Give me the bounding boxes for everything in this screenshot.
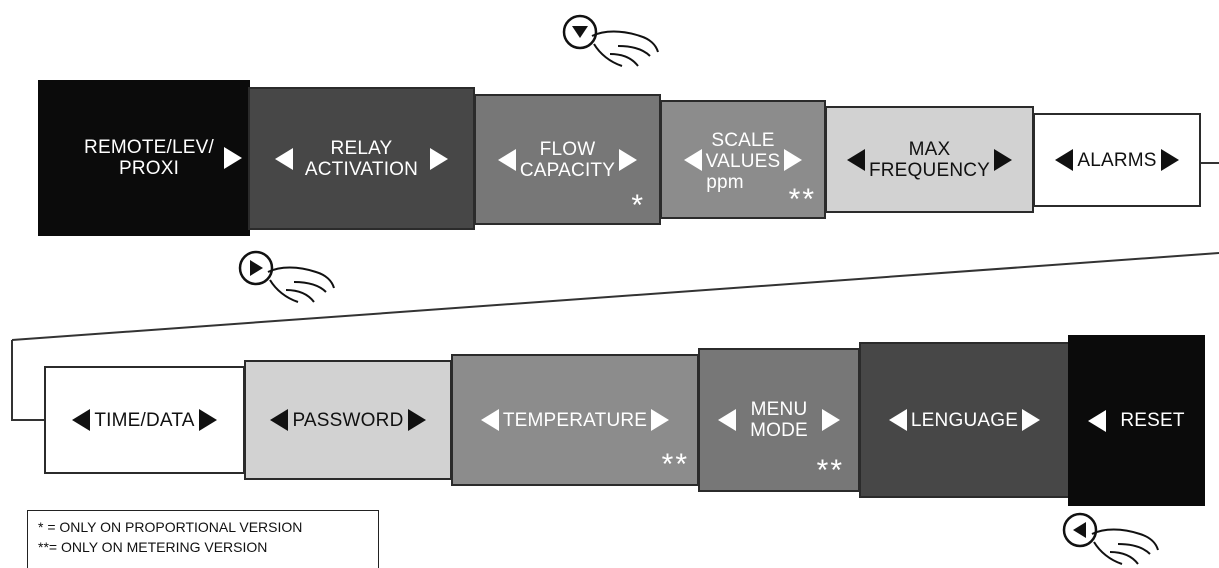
footnote-marker: ** bbox=[816, 454, 844, 487]
left-arrow-icon bbox=[683, 148, 702, 171]
box-label-line: FLOW bbox=[539, 138, 596, 160]
legend: * = ONLY ON PROPORTIONAL VERSION **= ONL… bbox=[27, 510, 379, 568]
right-arrow-icon bbox=[430, 147, 449, 170]
right-arrow-icon bbox=[821, 409, 840, 431]
menu-box-time-data: TIME/DATA bbox=[44, 366, 245, 474]
diagonal-connector-line bbox=[11, 252, 1219, 341]
right-arrow-icon bbox=[651, 409, 670, 431]
menu-box-alarms: ALARMS bbox=[1033, 113, 1201, 207]
box-label-line: SCALE bbox=[711, 130, 775, 151]
right-arrow-icon bbox=[407, 409, 426, 431]
box-label-line: RESET bbox=[1120, 410, 1185, 431]
left-arrow-icon bbox=[846, 148, 865, 171]
right-arrow-icon bbox=[198, 409, 217, 431]
box-label-line: CAPACITY bbox=[519, 159, 616, 181]
box-label-line: PASSWORD bbox=[292, 409, 404, 431]
right-arrow-icon bbox=[224, 147, 242, 169]
left-arrow-icon bbox=[1055, 149, 1074, 171]
footnote-marker: ** bbox=[788, 183, 816, 216]
box-label-line: ALARMS bbox=[1077, 149, 1157, 171]
box-label-line: PROXI bbox=[118, 158, 180, 179]
box-label-line: REMOTE/LEV/ bbox=[84, 137, 214, 158]
menu-box-lenguage: LENGUAGE bbox=[859, 342, 1070, 498]
box-label-line: ACTIVATION bbox=[304, 158, 419, 180]
footnote-marker: * bbox=[631, 189, 645, 222]
bottom-row-entry-line bbox=[11, 340, 47, 421]
menu-box-scale-values: SCALE VALUES ppm ** bbox=[660, 100, 826, 219]
legend-line-proportional: * = ONLY ON PROPORTIONAL VERSION bbox=[38, 519, 303, 535]
menu-box-menu-mode: MENU MODE ** bbox=[698, 348, 860, 492]
menu-box-relay-activation: RELAY ACTIVATION bbox=[248, 87, 475, 230]
box-label-line: TEMPERATURE bbox=[502, 409, 648, 431]
left-arrow-icon bbox=[274, 147, 293, 170]
left-arrow-icon bbox=[1088, 409, 1107, 432]
box-label-line: LENGUAGE bbox=[910, 409, 1019, 431]
left-arrow-icon bbox=[270, 409, 289, 431]
menu-box-remote-lev-proxi: REMOTE/LEV/ PROXI bbox=[38, 80, 250, 236]
right-arrow-icon bbox=[1022, 409, 1041, 431]
box-label-line: MODE bbox=[750, 420, 808, 441]
right-arrow-icon bbox=[619, 148, 638, 171]
menu-box-password: PASSWORD bbox=[244, 360, 452, 480]
left-arrow-icon bbox=[480, 409, 499, 431]
left-arrow-icon bbox=[718, 409, 737, 431]
menu-box-temperature: TEMPERATURE ** bbox=[451, 354, 699, 486]
right-arrow-button-icon bbox=[238, 250, 335, 303]
left-arrow-icon bbox=[888, 409, 907, 431]
down-arrow-button-icon bbox=[562, 14, 659, 67]
legend-line-metering: **= ONLY ON METERING VERSION bbox=[38, 539, 268, 555]
left-arrow-icon bbox=[497, 148, 516, 171]
left-arrow-button-icon bbox=[1062, 512, 1159, 565]
menu-box-reset: RESET bbox=[1068, 335, 1205, 506]
menu-box-flow-capacity: FLOW CAPACITY * bbox=[474, 94, 661, 225]
box-label-line: MENU bbox=[750, 399, 808, 420]
menu-box-max-frequency: MAX FREQUENCY bbox=[825, 106, 1034, 213]
box-label-line: VALUES bbox=[705, 151, 781, 172]
box-label-line: ppm bbox=[706, 172, 744, 193]
box-label-line: TIME/DATA bbox=[94, 409, 195, 431]
box-label-line: RELAY bbox=[330, 137, 393, 159]
box-label-line: FREQUENCY bbox=[868, 159, 991, 181]
footnote-marker: ** bbox=[661, 448, 689, 481]
right-arrow-icon bbox=[994, 148, 1013, 171]
box-label-line: MAX bbox=[908, 138, 951, 160]
left-arrow-icon bbox=[72, 409, 91, 431]
right-arrow-icon bbox=[784, 148, 803, 171]
right-arrow-icon bbox=[1160, 149, 1179, 171]
